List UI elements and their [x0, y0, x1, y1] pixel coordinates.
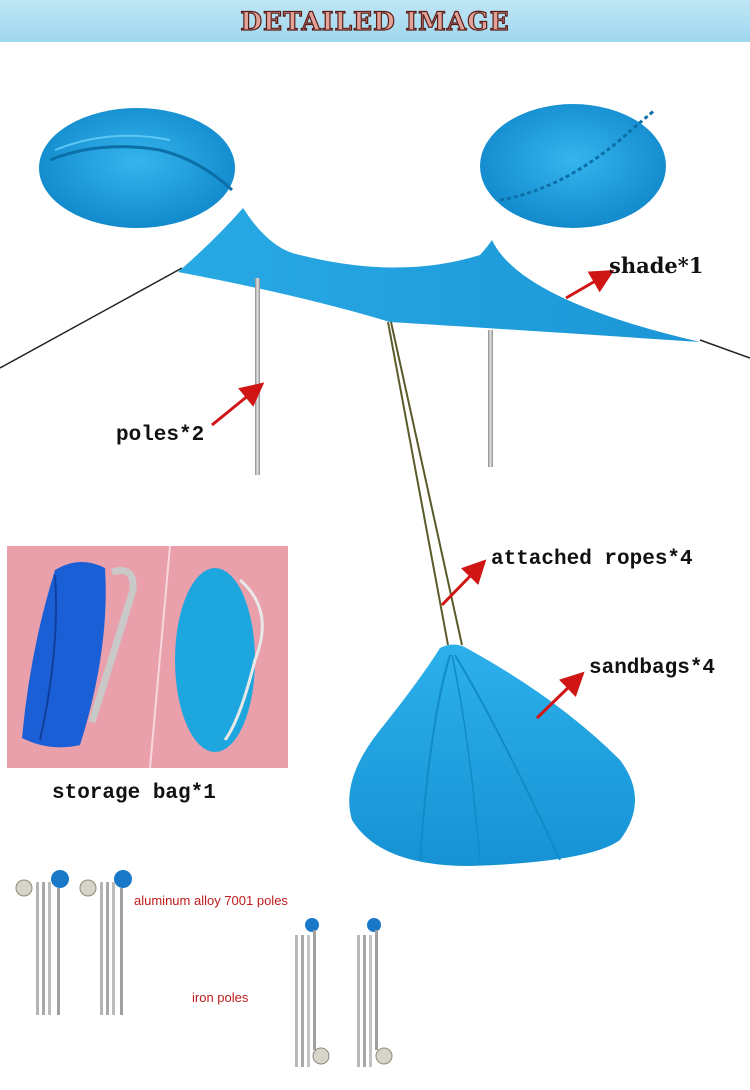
- label-sandbags: sandbags*4: [589, 657, 716, 680]
- arrow-poles: [211, 382, 265, 427]
- guy-rope-right: [699, 339, 750, 359]
- fabric-detail-left: [39, 108, 235, 228]
- banner-title: DETAILED IMAGE: [240, 6, 510, 36]
- arrow-shade: [565, 269, 615, 300]
- arrow-sandbags: [535, 671, 585, 720]
- iron-poles-photo: [295, 918, 393, 1067]
- fabric-detail-right: [480, 104, 666, 228]
- label-aluminum-poles: aluminum alloy 7001 poles: [134, 893, 288, 908]
- guy-rope-left: [0, 267, 183, 369]
- pole-left: [255, 278, 260, 475]
- storage-bag-photo: [7, 545, 288, 769]
- shade-canopy: [178, 208, 700, 342]
- label-shade: shade*1: [609, 253, 704, 278]
- attached-rope-1: [387, 321, 449, 646]
- label-poles: poles*2: [116, 424, 205, 447]
- label-iron-poles: iron poles: [192, 990, 249, 1005]
- header-banner: DETAILED IMAGE: [0, 0, 750, 42]
- aluminum-poles-photo: [15, 870, 132, 1015]
- sandbag: [349, 644, 635, 866]
- attached-rope-2: [390, 321, 463, 646]
- label-storage-bag: storage bag*1: [52, 782, 216, 805]
- label-ropes: attached ropes*4: [491, 548, 693, 571]
- arrow-ropes: [440, 559, 487, 607]
- pole-right: [488, 330, 493, 467]
